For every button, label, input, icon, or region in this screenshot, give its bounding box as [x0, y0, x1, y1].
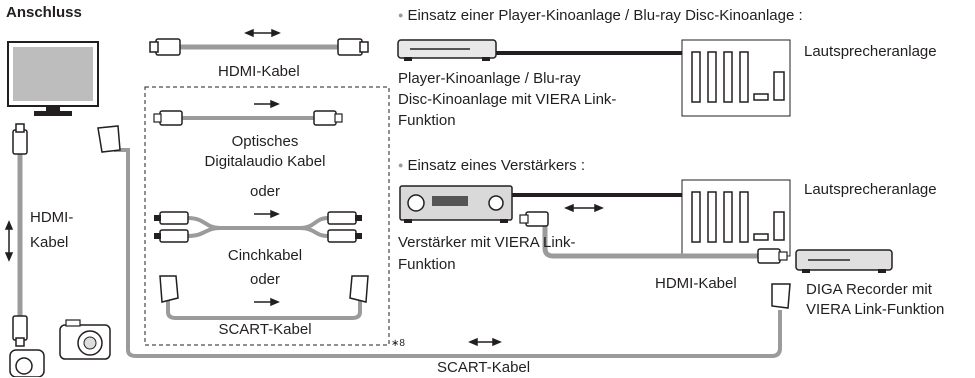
- optical-cable-label-1: Optisches: [231, 133, 299, 150]
- speaker-system-label-top: Lautsprecheranlage: [804, 43, 937, 60]
- tv-icon: [7, 41, 99, 116]
- double-arrow-vertical-icon: [4, 220, 14, 262]
- optical-cable-label-2: Digitalaudio Kabel: [204, 153, 326, 170]
- amplifier-caption-line-2: Funktion: [398, 256, 456, 273]
- diga-recorder-icon: [795, 249, 893, 273]
- camcorder-icon: [9, 349, 45, 377]
- heading-amplifier-setup: Einsatz eines Verstärkers :: [398, 155, 585, 176]
- player-caption-line-1: Player-Kinoanlage / Blu-ray: [398, 70, 581, 87]
- heading-player-setup: Einsatz einer Player-Kinoanlage / Blu-ra…: [398, 5, 802, 26]
- arrow-right-icon: [254, 297, 280, 307]
- player-caption-line-3: Funktion: [398, 112, 456, 129]
- scart-cable-inner-label: SCART-Kabel: [218, 321, 312, 338]
- hdmi-cable-vertical-label-2: Kabel: [30, 234, 69, 251]
- scart-cable-long-icon: [97, 125, 791, 358]
- scart-cable-inner-icon: [159, 275, 369, 320]
- diga-caption-line-2: VIERA Link-Funktion: [806, 301, 945, 318]
- optical-cable-icon: [153, 110, 343, 126]
- or-label: oder: [249, 271, 281, 288]
- hdmi-cable-right-icon: [519, 211, 788, 264]
- amplifier-icon: [399, 185, 513, 223]
- camera-icon: [59, 319, 111, 360]
- hdmi-cable-vertical-icon: [12, 123, 28, 347]
- hdmi-cable-right-label: HDMI-Kabel: [655, 275, 737, 292]
- double-arrow-horizontal-icon: [244, 28, 281, 38]
- speaker-system-icon: [681, 179, 791, 257]
- or-label: oder: [249, 183, 281, 200]
- section-title: Anschluss: [6, 4, 82, 21]
- amplifier-caption-line-1: Verstärker mit VIERA Link-: [398, 234, 576, 251]
- hdmi-cable-vertical-label-1: HDMI-: [30, 209, 74, 226]
- footnote-marker: ∗8: [391, 338, 405, 349]
- speaker-system-label-bottom: Lautsprecheranlage: [804, 181, 937, 198]
- blu-ray-player-icon: [397, 39, 497, 61]
- hdmi-cable-top-icon: [149, 38, 369, 56]
- double-arrow-horizontal-icon: [468, 337, 502, 347]
- speaker-system-icon: [681, 39, 791, 117]
- double-arrow-horizontal-icon: [564, 203, 604, 213]
- scart-cable-bottom-label: SCART-Kabel: [437, 359, 531, 376]
- hdmi-cable-top-label: HDMI-Kabel: [218, 63, 300, 80]
- cinch-cable-label: Cinchkabel: [227, 247, 303, 264]
- player-caption-line-2: Disc-Kinoanlage mit VIERA Link-: [398, 91, 617, 108]
- alternative-cables-box: [144, 86, 390, 346]
- arrow-right-icon: [254, 209, 280, 219]
- diga-caption-line-1: DIGA Recorder mit: [806, 281, 932, 298]
- cinch-cable-icon: [154, 211, 362, 243]
- arrow-right-icon: [254, 99, 280, 109]
